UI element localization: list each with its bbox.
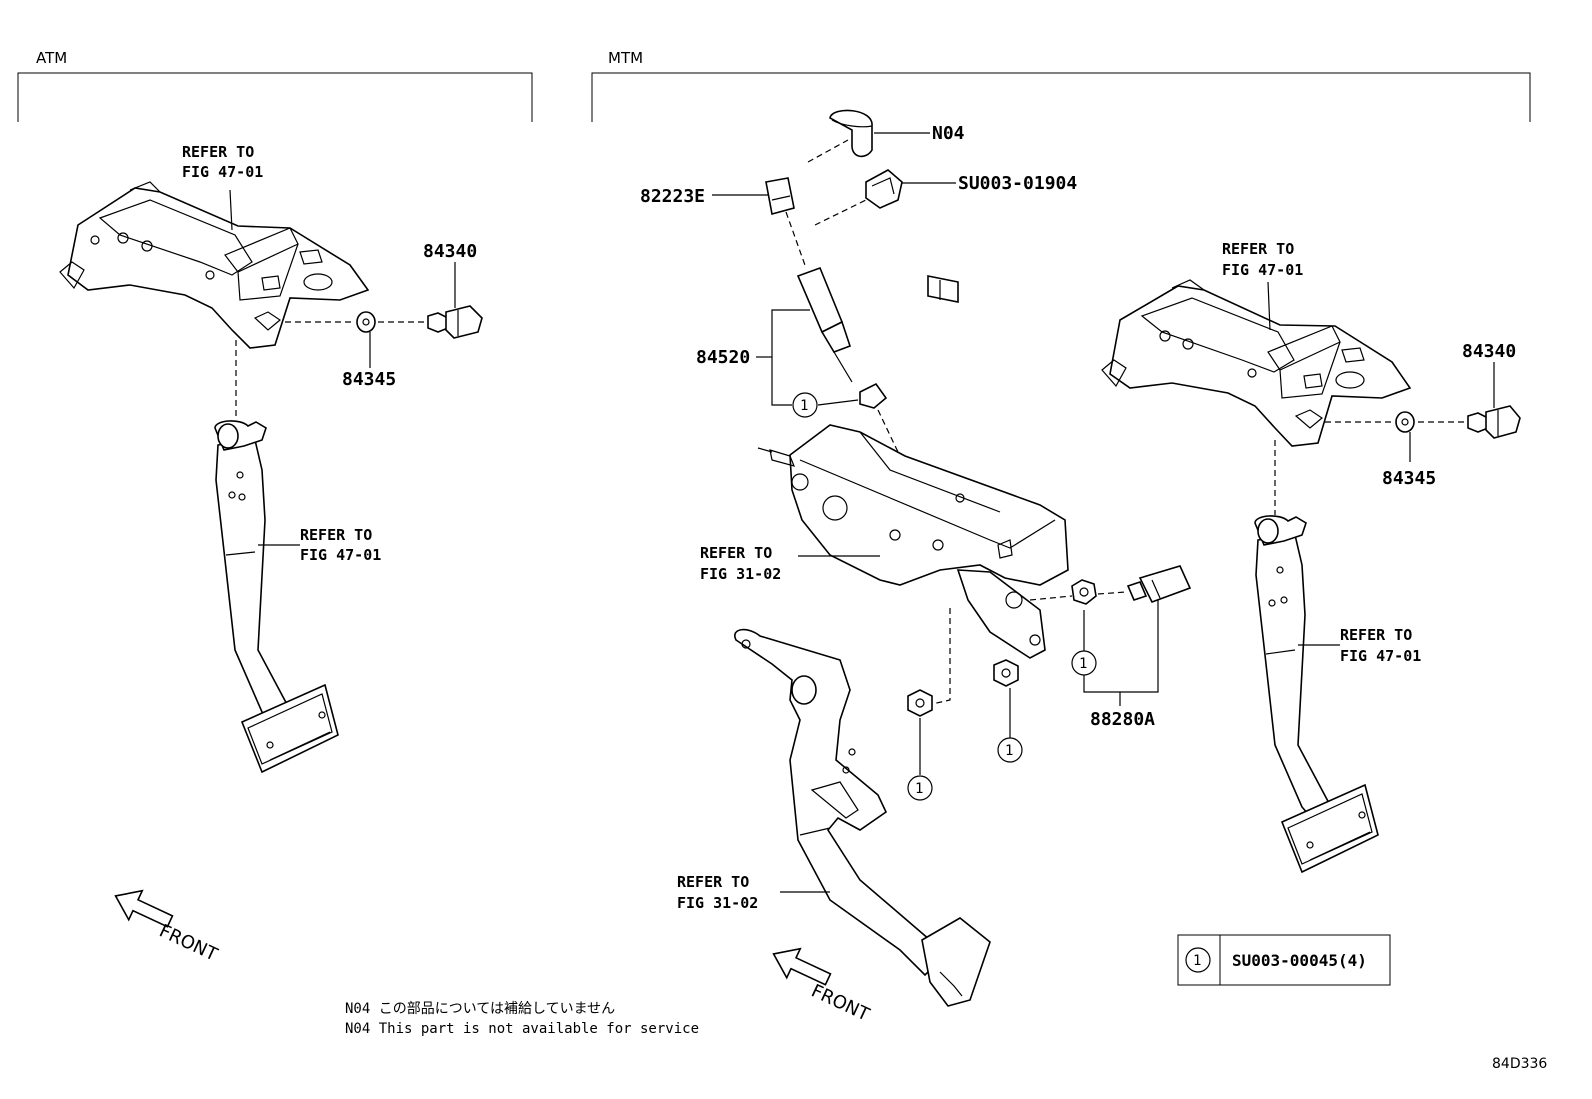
atm-bracket (17, 72, 533, 122)
mtm-nut-88280a (1071, 579, 1097, 605)
mtm-label-su00301904: SU003-01904 (958, 173, 1077, 194)
atm-front-arrow (114, 889, 174, 928)
mtm-switch-88280a (1126, 565, 1192, 603)
atm-ref-bracket-line1: REFER TO (182, 143, 254, 161)
mtm-right-label-84340: 84340 (1462, 341, 1516, 362)
mtm-ref-bracket-line2: FIG 31-02 (700, 565, 781, 583)
atm-label-84345: 84345 (342, 369, 396, 390)
mtm-n04-dash (807, 139, 849, 163)
mtm-clip-dash (814, 199, 867, 226)
atm-header: ATM (36, 49, 67, 67)
mtm-right-bracket-leader (1267, 281, 1271, 331)
mtm-ref-pedal-line1: REFER TO (677, 873, 749, 891)
legend-symbol-circle (1185, 947, 1211, 973)
atm-bracket-leader (229, 189, 233, 231)
mtm-nut-lower-left-dash (931, 608, 951, 705)
legend-part: SU003-00045(4) (1232, 951, 1367, 970)
mtm-right-switch-84340 (1467, 405, 1521, 439)
mtm-callout-lower-left-text: 1 (915, 781, 923, 797)
mtm-label-84520: 84520 (696, 347, 750, 368)
atm-ref-bracket-line2: FIG 47-01 (182, 163, 263, 181)
mtm-callout-88280a-text: 1 (1079, 656, 1087, 672)
mtm-switch-dash (785, 211, 807, 269)
note-english: N04 This part is not available for servi… (345, 1021, 699, 1037)
mtm-callout-lower-right (997, 737, 1023, 763)
mtm-label-82223e: 82223E (640, 186, 705, 207)
mtm-right-ref-pedal-line1: REFER TO (1340, 626, 1412, 644)
mtm-bracket (591, 72, 1531, 122)
atm-brake-pedal (214, 420, 339, 774)
atm-pedal-bracket (59, 181, 370, 349)
mtm-84520-nut-leader (817, 399, 859, 406)
mtm-right-brake-pedal (1254, 515, 1379, 874)
mtm-clip-su003-01904 (865, 169, 903, 209)
mtm-label-n04: N04 (932, 123, 965, 144)
legend-box: 1 SU003-00045(4) (1177, 934, 1391, 986)
mtm-callout-84520 (792, 392, 818, 418)
mtm-right-label-84345: 84345 (1382, 468, 1436, 489)
mtm-clamp-n04 (829, 109, 873, 158)
atm-washer-84345 (356, 311, 376, 333)
mtm-right-ref-bracket-line2: FIG 47-01 (1222, 261, 1303, 279)
mtm-header: MTM (608, 49, 643, 67)
mtm-nut-lower-right (993, 659, 1019, 687)
mtm-callout-lower-left (907, 775, 933, 801)
atm-ref-pedal-line2: FIG 47-01 (300, 546, 381, 564)
mtm-right-ref-pedal-line2: FIG 47-01 (1340, 647, 1421, 665)
mtm-ref-pedal-line2: FIG 31-02 (677, 894, 758, 912)
mtm-right-ref-bracket-line1: REFER TO (1222, 240, 1294, 258)
note-japanese: N04 この部品については補給していません (345, 1001, 615, 1017)
mtm-right-pedal-bracket (1101, 279, 1412, 447)
mtm-callout-84520-text: 1 (800, 398, 808, 414)
mtm-wire-harness (765, 105, 959, 303)
mtm-clutch-pedal (734, 628, 991, 1007)
mtm-right-washer-84345 (1395, 411, 1415, 433)
legend-symbol: 1 (1193, 953, 1201, 969)
mtm-callout-88280a (1071, 650, 1097, 676)
mtm-front-arrow (772, 947, 832, 986)
mtm-88280a-dash2 (1097, 591, 1127, 595)
mtm-88280a-dash (1029, 595, 1073, 601)
mtm-clutch-switch-84520 (796, 266, 888, 409)
mtm-ref-bracket-line1: REFER TO (700, 544, 772, 562)
mtm-callout-lower-right-text: 1 (1005, 743, 1013, 759)
mtm-88280a-bracket (1083, 600, 1159, 693)
mtm-nut-lower-left (907, 689, 933, 717)
mtm-pedal-bracket (757, 424, 1069, 659)
atm-switch-84340 (427, 305, 483, 339)
atm-ref-pedal-line1: REFER TO (300, 526, 372, 544)
mtm-switch-dash2 (877, 409, 899, 453)
mtm-front-label: FRONT (808, 980, 874, 1025)
mtm-84520-bracket (771, 309, 810, 406)
atm-front-label: FRONT (156, 920, 222, 965)
figure-code: 84D336 (1492, 1056, 1547, 1072)
mtm-label-88280a: 88280A (1090, 709, 1155, 730)
atm-label-84340: 84340 (423, 241, 477, 262)
